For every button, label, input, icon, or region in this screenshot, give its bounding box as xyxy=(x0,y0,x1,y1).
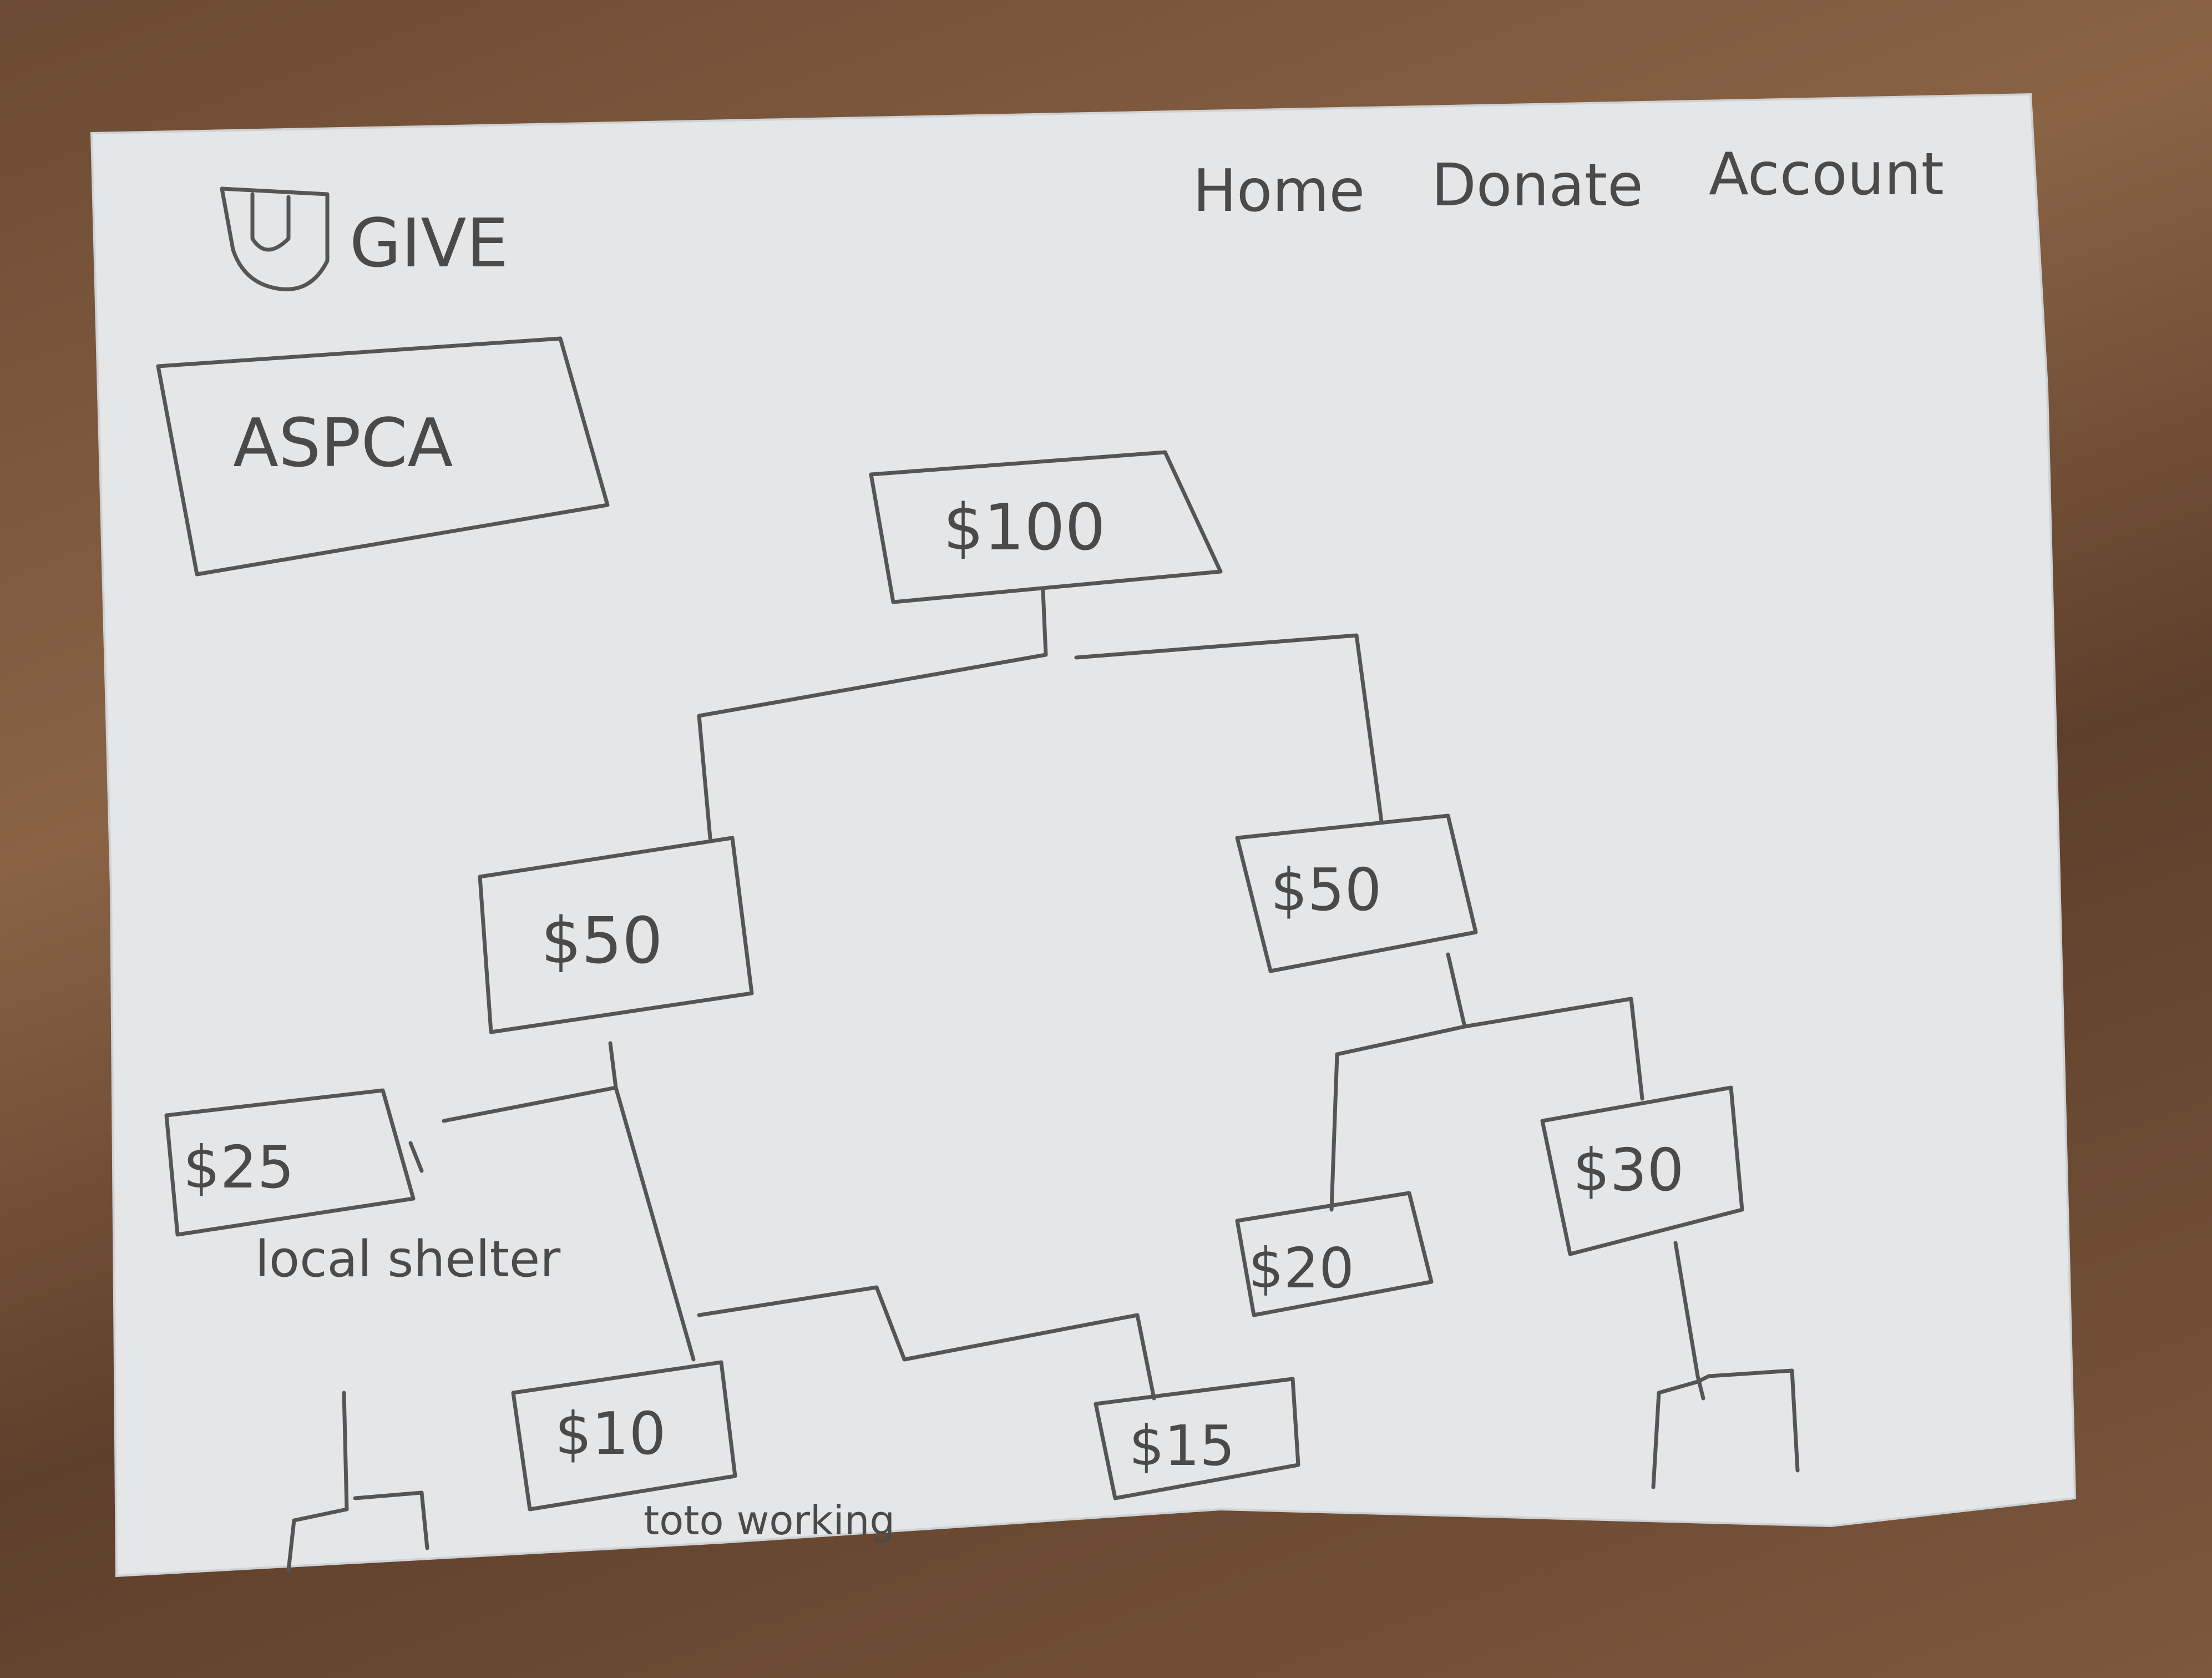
u-shield-icon xyxy=(220,186,330,291)
nav-donate[interactable]: Donate xyxy=(1431,151,1643,219)
node-left-left[interactable]: $25 local shelter xyxy=(164,1088,560,1288)
logo-text: GIVE xyxy=(350,205,508,282)
node-root-label: $100 xyxy=(943,491,1106,565)
node-left-right-label: $10 xyxy=(555,1400,666,1468)
node-left-right-right-label: $15 xyxy=(1129,1413,1235,1478)
node-right-left-label: $20 xyxy=(1248,1236,1354,1301)
node-right-right-label: $30 xyxy=(1573,1136,1684,1204)
node-left-left-label: $25 xyxy=(183,1134,294,1201)
node-right[interactable]: $50 xyxy=(1235,813,1478,973)
node-left-right[interactable]: $10 toto working xyxy=(511,1360,895,1544)
node-right-left[interactable]: $20 xyxy=(1235,1191,1434,1317)
org-box[interactable]: ASPCA xyxy=(156,336,610,577)
nav-account[interactable]: Account xyxy=(1709,140,1944,208)
node-left-right-note: toto working xyxy=(644,1497,895,1544)
paper-sheet xyxy=(90,93,2077,1578)
top-nav: Home Donate Account xyxy=(1193,140,1944,225)
nav-home[interactable]: Home xyxy=(1193,157,1365,225)
logo[interactable]: GIVE xyxy=(220,186,508,291)
node-left-left-note: local shelter xyxy=(255,1230,560,1288)
node-left[interactable]: $50 xyxy=(478,836,754,1034)
org-label: ASPCA xyxy=(233,405,453,482)
tree-connectors xyxy=(286,589,1800,1573)
node-left-right-right[interactable]: $15 xyxy=(1094,1377,1300,1500)
node-root[interactable]: $100 xyxy=(869,450,1223,604)
node-right-right[interactable]: $30 xyxy=(1540,1085,1744,1256)
node-left-label: $50 xyxy=(541,904,663,978)
node-right-label: $50 xyxy=(1270,856,1381,924)
